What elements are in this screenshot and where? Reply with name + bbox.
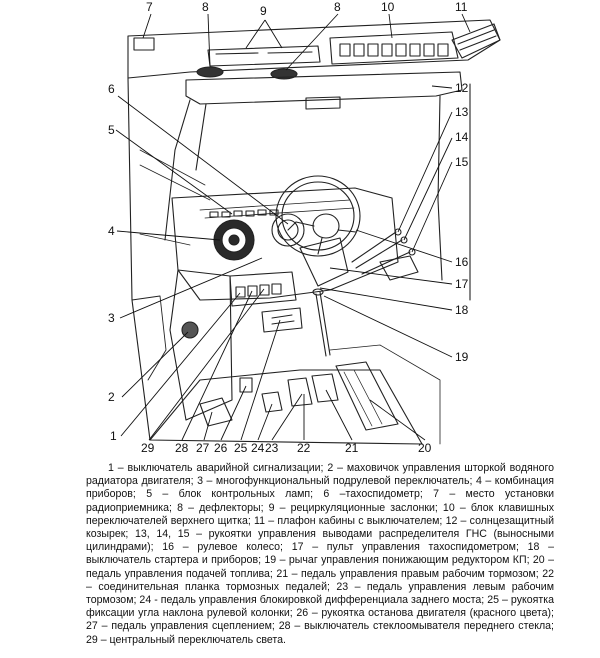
callout-25: 25 xyxy=(234,441,248,455)
steering-hub xyxy=(312,213,340,239)
callout-19: 19 xyxy=(455,350,469,364)
sun-visor xyxy=(185,71,463,105)
callout-15: 15 xyxy=(455,155,469,169)
brake-pedal-right xyxy=(311,373,339,403)
callout-3: 3 xyxy=(108,311,115,325)
callout-23: 23 xyxy=(265,441,279,455)
roof-outline xyxy=(127,19,501,79)
callout-17: 17 xyxy=(455,277,469,291)
figure-caption: 1 – выключатель аварийной сигнализации; … xyxy=(86,462,554,647)
callout-14: 14 xyxy=(455,130,469,144)
brake-pedal-left xyxy=(287,377,313,407)
leader-lines xyxy=(115,13,471,441)
callout-21: 21 xyxy=(345,441,359,455)
cab-lamp xyxy=(451,23,501,59)
overhead-console xyxy=(329,31,459,65)
overhead-switches xyxy=(339,43,449,57)
callout-8a: 8 xyxy=(202,0,209,14)
callout-12: 12 xyxy=(455,81,469,95)
warning-lamp-block xyxy=(209,209,279,218)
callout-27: 27 xyxy=(196,441,210,455)
callout-22: 22 xyxy=(297,441,311,455)
callout-13: 13 xyxy=(455,105,469,119)
callout-28: 28 xyxy=(175,441,189,455)
cab-interior-drawing: 7 8 9 8 10 11 12 6 13 5 14 15 4 16 17 18… xyxy=(108,0,501,455)
caption-text: 1 – выключатель аварийной сигнализации; … xyxy=(86,462,554,646)
callout-2: 2 xyxy=(108,390,115,404)
callout-9: 9 xyxy=(260,4,267,18)
tilt-lever-plate xyxy=(261,307,303,333)
dashboard-outline xyxy=(171,187,399,301)
engine-stop-handle xyxy=(239,377,253,393)
callout-5: 5 xyxy=(108,123,115,137)
deflector-left xyxy=(196,66,224,78)
callout-7: 7 xyxy=(146,0,153,14)
callout-29: 29 xyxy=(141,441,155,455)
switch-row xyxy=(235,283,282,298)
tachospeedometer xyxy=(271,213,305,247)
callout-6: 6 xyxy=(108,82,115,96)
steering-wheel xyxy=(275,175,361,257)
callout-10: 10 xyxy=(381,0,395,14)
callout-labels: 7 8 9 8 10 11 12 6 13 5 14 15 4 16 17 18… xyxy=(108,0,469,455)
callout-16: 16 xyxy=(455,255,469,269)
hydraulic-handles xyxy=(351,231,411,275)
cab-floor xyxy=(149,369,423,445)
diff-lock-pedal xyxy=(261,391,283,413)
callout-4: 4 xyxy=(108,224,115,238)
steering-column xyxy=(299,237,349,287)
cab-controls-diagram: 7 8 9 8 10 11 12 6 13 5 14 15 4 16 17 18… xyxy=(108,0,501,455)
clutch-pedal xyxy=(199,397,233,427)
recirculation-flaps xyxy=(207,45,321,67)
callout-1: 1 xyxy=(110,429,117,443)
callout-20: 20 xyxy=(418,441,432,455)
reduction-lever xyxy=(315,291,331,357)
radio-slot xyxy=(133,37,155,51)
callout-18: 18 xyxy=(455,303,469,317)
callout-26: 26 xyxy=(214,441,228,455)
callout-11: 11 xyxy=(455,0,468,14)
fuel-pedal xyxy=(335,361,399,431)
callout-24: 24 xyxy=(251,441,265,455)
callout-8b: 8 xyxy=(334,0,341,14)
